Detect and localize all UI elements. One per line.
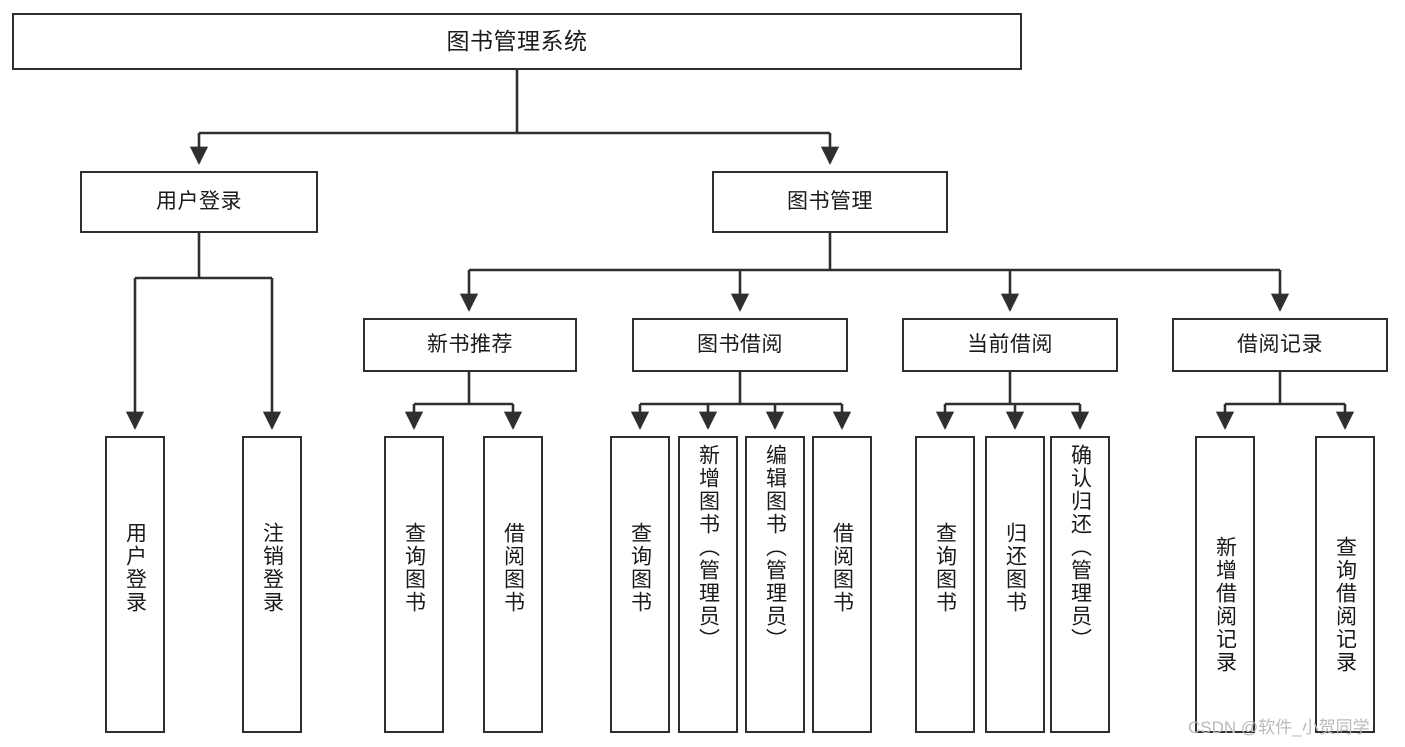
leaf-current-borrow-confirm-admin[interactable]: 确认归还（管理员） (1050, 436, 1110, 733)
leaf-book-borrow-add-admin[interactable]: 新增图书（管理员） (678, 436, 738, 733)
leaf-book-borrow-borrow[interactable]: 借阅图书 (812, 436, 872, 733)
node-label: 用户登录 (123, 522, 147, 614)
leaf-new-book-query[interactable]: 查询图书 (384, 436, 444, 733)
leaf-borrow-record-query[interactable]: 查询借阅记录 (1315, 436, 1375, 733)
node-label: 查询图书 (628, 522, 652, 614)
node-label: 图书借阅 (697, 332, 783, 356)
leaf-user-login-logout[interactable]: 注销登录 (242, 436, 302, 733)
node-current-borrow[interactable]: 当前借阅 (902, 318, 1118, 372)
node-label: 图书管理 (787, 189, 873, 213)
node-label: 新增图书（管理员） (696, 444, 720, 651)
node-label: 借阅图书 (830, 522, 854, 614)
node-book-management[interactable]: 图书管理 (712, 171, 948, 233)
node-label: 借阅图书 (501, 522, 525, 614)
leaf-user-login-login[interactable]: 用户登录 (105, 436, 165, 733)
node-label: 新书推荐 (427, 332, 513, 356)
node-label: 注销登录 (260, 522, 284, 614)
leaf-borrow-record-add[interactable]: 新增借阅记录 (1195, 436, 1255, 733)
csdn-watermark: CSDN @软件_小贺同学 (1188, 718, 1370, 737)
node-borrow-record[interactable]: 借阅记录 (1172, 318, 1388, 372)
leaf-current-borrow-return[interactable]: 归还图书 (985, 436, 1045, 733)
node-book-borrow[interactable]: 图书借阅 (632, 318, 848, 372)
leaf-book-borrow-edit-admin[interactable]: 编辑图书（管理员） (745, 436, 805, 733)
node-label: 编辑图书（管理员） (763, 444, 787, 651)
node-root-library-system[interactable]: 图书管理系统 (12, 13, 1022, 70)
node-label: 查询借阅记录 (1333, 536, 1357, 674)
node-label: 用户登录 (156, 189, 242, 213)
node-label: 新增借阅记录 (1213, 536, 1237, 674)
node-new-book-recommend[interactable]: 新书推荐 (363, 318, 577, 372)
node-label: 归还图书 (1003, 522, 1027, 614)
leaf-current-borrow-query[interactable]: 查询图书 (915, 436, 975, 733)
node-label: 确认归还（管理员） (1068, 444, 1092, 651)
leaf-new-book-borrow[interactable]: 借阅图书 (483, 436, 543, 733)
leaf-book-borrow-query[interactable]: 查询图书 (610, 436, 670, 733)
node-label: 当前借阅 (967, 332, 1053, 356)
node-label: 图书管理系统 (446, 28, 588, 55)
node-label: 查询图书 (933, 522, 957, 614)
node-label: 借阅记录 (1237, 332, 1323, 356)
node-label: 查询图书 (402, 522, 426, 614)
node-user-login[interactable]: 用户登录 (80, 171, 318, 233)
